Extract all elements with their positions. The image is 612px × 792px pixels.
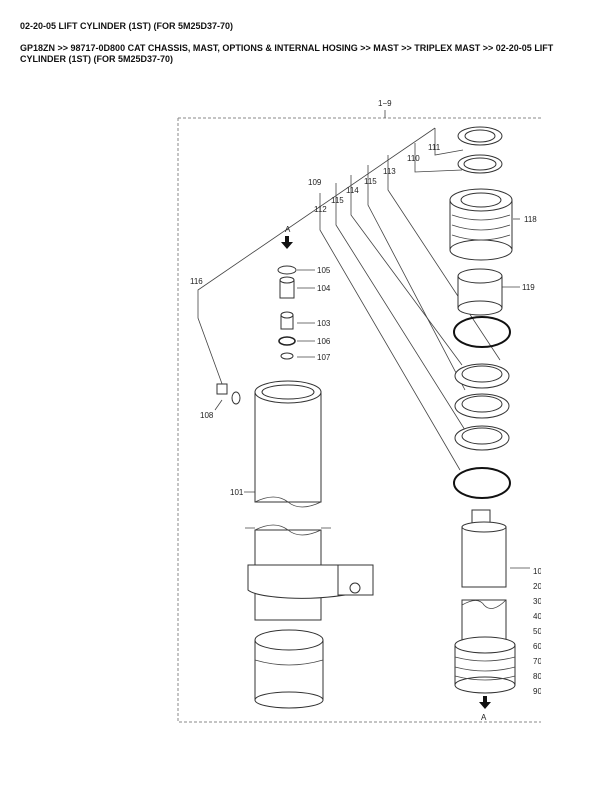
callout-105: 105 [317, 266, 331, 275]
side-list-item: 10 [533, 567, 542, 576]
part-101-cylinder [245, 380, 374, 709]
view-marker-a-bottom: A [481, 713, 487, 722]
callout-104: 104 [317, 284, 331, 293]
callout-115: 115 [364, 177, 377, 186]
callouts: 111 110 113 115 114 109 115 112 118 119 … [190, 143, 537, 722]
arrow-down-icon [479, 696, 491, 709]
side-list-item: 80 [533, 672, 542, 681]
part-110-ring [457, 154, 503, 174]
callout-112: 112 [314, 205, 327, 214]
part-oring [453, 316, 511, 348]
page-title: 02-20-05 LIFT CYLINDER (1ST) (FOR 5M25D3… [20, 21, 234, 31]
callout-110: 110 [407, 154, 420, 163]
part-oring-2 [453, 467, 511, 499]
assembly-label: 1−9 [378, 99, 392, 108]
callout-101: 101 [230, 488, 244, 497]
side-list: 10 20 30 40 50 60 70 80 90 [533, 567, 542, 696]
callout-107: 107 [317, 353, 331, 362]
callout-114: 114 [346, 186, 359, 195]
assembly-frame [177, 117, 541, 723]
side-list-item: 90 [533, 687, 542, 696]
part-seal-2 [454, 393, 510, 419]
part-104 [279, 276, 295, 299]
leader-lines [197, 127, 530, 569]
breadcrumb: GP18ZN >> 98717-0D800 CAT CHASSIS, MAST,… [20, 43, 554, 64]
side-list-item: 60 [533, 642, 542, 651]
side-list-item: 40 [533, 612, 542, 621]
callout-113: 113 [383, 167, 396, 176]
callout-111: 111 [428, 143, 441, 152]
callout-103: 103 [317, 319, 331, 328]
part-111-ring [457, 126, 503, 146]
callout-106: 106 [317, 337, 331, 346]
part-piston-rod [454, 509, 516, 709]
callout-109: 109 [308, 178, 322, 187]
view-marker-a-top: A [285, 225, 291, 234]
side-list-item: 30 [533, 597, 542, 606]
callout-116: 116 [190, 277, 203, 286]
side-list-item: 50 [533, 627, 542, 636]
part-106 [278, 336, 296, 346]
part-103 [280, 311, 294, 330]
callout-115b: 115 [331, 196, 344, 205]
callout-118: 118 [524, 215, 537, 224]
part-108 [216, 383, 241, 405]
part-119-bushing [457, 268, 503, 316]
callout-108: 108 [200, 411, 214, 420]
arrow-down-icon [281, 236, 293, 249]
side-list-item: 70 [533, 657, 542, 666]
part-seal-3 [454, 425, 510, 451]
part-107 [280, 352, 294, 360]
part-105 [277, 265, 297, 275]
side-list-item: 20 [533, 582, 542, 591]
part-118-nut [449, 188, 513, 261]
callout-119: 119 [522, 283, 535, 292]
part-seal-1 [454, 363, 510, 389]
